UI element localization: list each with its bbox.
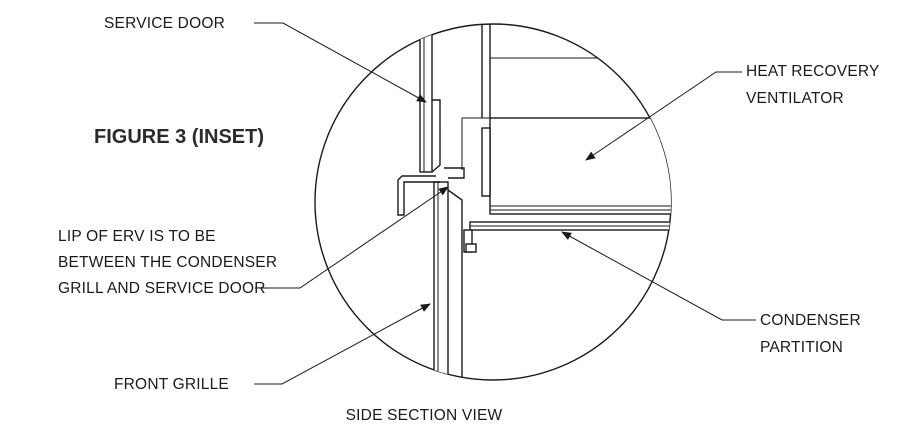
view-caption: SIDE SECTION VIEW [346,407,503,424]
hrv-body [489,117,671,215]
leader-hrv [585,71,742,161]
erv-lip [397,175,440,216]
leader-condenser [561,231,756,321]
leader-lip [255,186,449,289]
label-lip-line2: BETWEEN THE CONDENSER [58,254,277,271]
front-grille-panel [433,181,449,380]
label-condenser-line1: CONDENSER [760,312,861,329]
label-lip-line3: GRILL AND SERVICE DOOR [58,280,266,297]
service-door-flange [431,99,441,173]
section-geometry [397,24,671,380]
figure-title: FIGURE 3 (INSET) [94,126,264,148]
label-service-door: SERVICE DOOR [104,15,225,32]
leader-front-grille [254,303,431,385]
label-hrv-line2: VENTILATOR [746,90,844,107]
label-lip-line1: LIP OF ERV IS TO BE [58,228,216,245]
label-condenser-line2: PARTITION [760,339,843,356]
leader-service-door [254,22,427,103]
label-hrv-line1: HEAT RECOVERY [746,63,880,80]
label-front-grille: FRONT GRILLE [114,376,229,393]
service-door-panel [419,24,433,173]
